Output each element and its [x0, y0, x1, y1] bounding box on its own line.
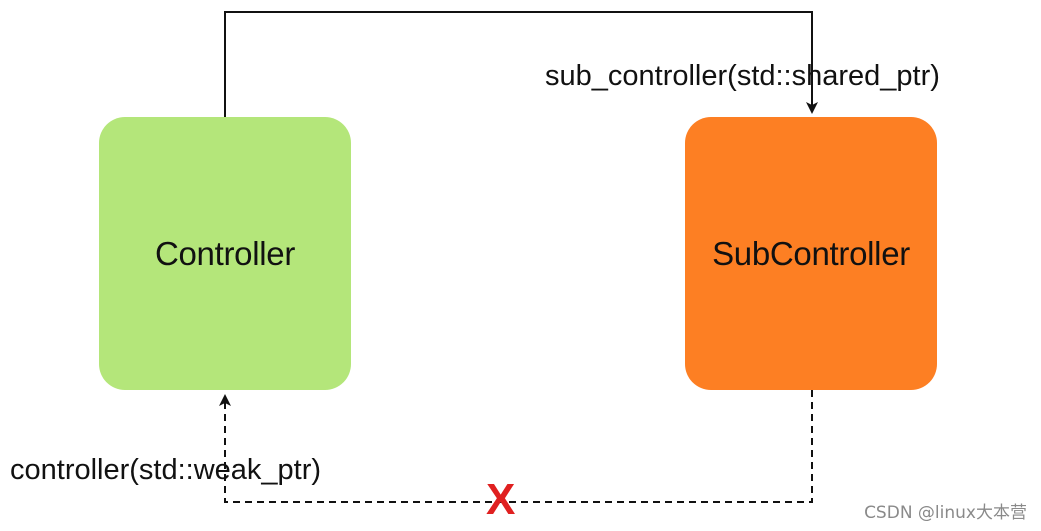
subcontroller-node-label: SubController [712, 234, 910, 272]
shared-ptr-edge [224, 11, 818, 117]
controller-node-label: Controller [154, 234, 296, 272]
weak-ptr-edge-label: controller(std::weak_ptr) [10, 454, 322, 486]
broken-link-x-icon: X [486, 475, 516, 524]
shared-ptr-edge-label: sub_controller(std::shared_ptr) [545, 60, 940, 92]
watermark: CSDN @linux大本营 [864, 503, 1027, 523]
subcontroller-node: SubController [685, 117, 937, 390]
controller-node: Controller [99, 117, 351, 390]
